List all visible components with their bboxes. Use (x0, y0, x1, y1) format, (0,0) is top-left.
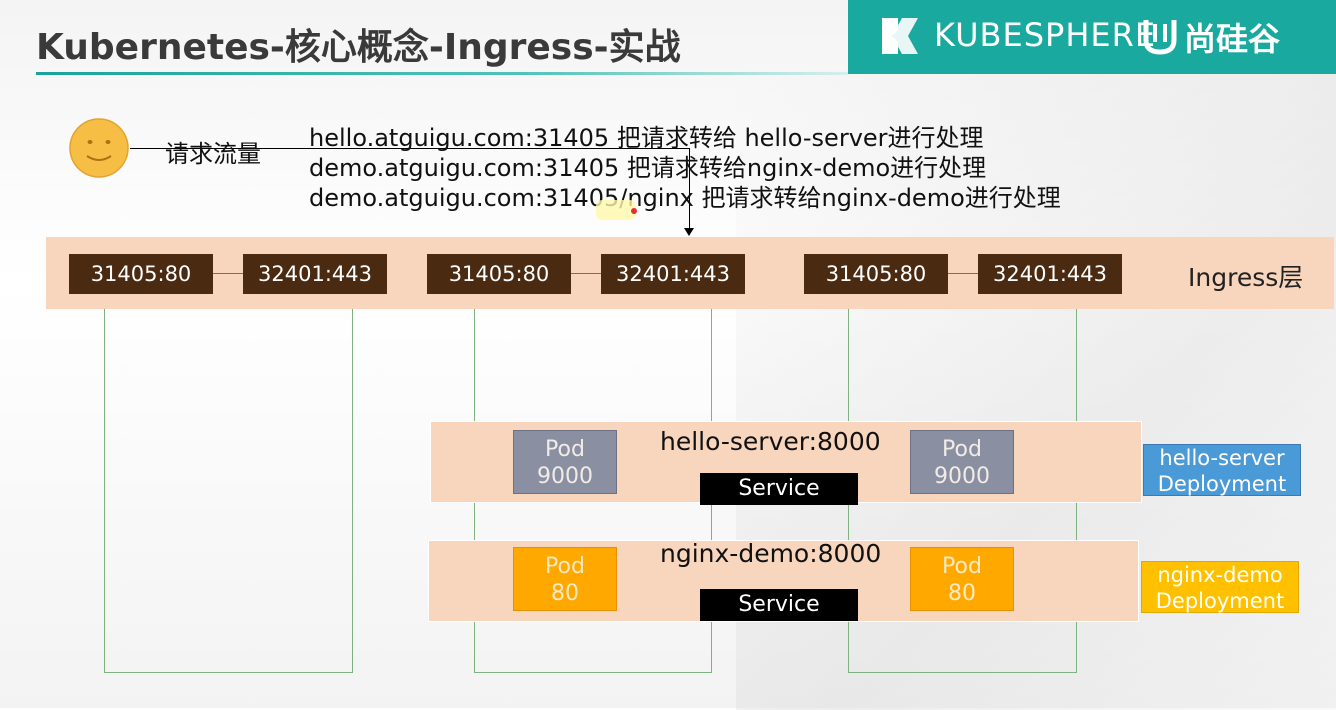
deployment-name: nginx-demo (1157, 563, 1283, 587)
pod-label: Pod (545, 437, 585, 462)
https-port-box: 32401:443 (978, 254, 1122, 294)
brand-name: KUBESPHERE (934, 16, 1157, 54)
pod-label: Pod (942, 437, 982, 462)
routing-rule: demo.atguigu.com:31405/nginx 把请求转给nginx-… (309, 184, 1061, 212)
port-link (571, 273, 601, 274)
deployment-kind: Deployment (1155, 589, 1285, 613)
http-port-box: 31405:80 (804, 254, 948, 294)
pod-box: Pod 80 (513, 547, 617, 611)
service-name: hello-server:8000 (660, 427, 881, 456)
http-port-box: 31405:80 (427, 254, 571, 294)
service-name: nginx-demo:8000 (660, 539, 882, 568)
service-box: Service (700, 473, 858, 505)
page-title: Kubernetes-核心概念-Ingress-实战 (36, 27, 681, 68)
smiley-face-icon (69, 118, 129, 178)
port-link (948, 273, 978, 274)
brand-partner-name: 尚硅谷 (1184, 20, 1281, 58)
request-arrow-line (689, 148, 690, 232)
highlighter-mark (596, 200, 636, 220)
pod-port: 80 (551, 581, 579, 606)
pod-label: Pod (942, 554, 982, 579)
pod-label: Pod (545, 554, 585, 579)
pointer-dot (631, 208, 637, 214)
routing-rule: demo.atguigu.com:31405 把请求转给nginx-demo进行… (309, 154, 987, 182)
brand-banner: KUBESPHERE 尚硅谷 (848, 0, 1336, 74)
pod-port: 9000 (934, 464, 990, 489)
https-port-box: 32401:443 (601, 254, 745, 294)
port-link (213, 273, 243, 274)
pod-port: 80 (948, 581, 976, 606)
deployment-kind: Deployment (1157, 472, 1287, 496)
pod-box: Pod 9000 (910, 430, 1014, 494)
request-arrow-head (684, 228, 694, 236)
node-box (104, 309, 353, 673)
http-port-box: 31405:80 (69, 254, 213, 294)
kubesphere-logo-icon (882, 18, 918, 54)
deployment-box-hello-server: hello-server Deployment (1143, 444, 1301, 496)
deployment-box-nginx-demo: nginx-demo Deployment (1141, 561, 1299, 613)
pod-box: Pod 9000 (513, 430, 617, 494)
request-line (130, 148, 690, 149)
pod-port: 9000 (537, 464, 593, 489)
atguigu-logo-icon (1143, 20, 1177, 55)
routing-rule: hello.atguigu.com:31405 把请求转给 hello-serv… (309, 124, 984, 152)
service-box: Service (700, 589, 858, 621)
request-label: 请求流量 (165, 140, 261, 168)
deployment-name: hello-server (1159, 446, 1285, 470)
title-underline (36, 72, 848, 75)
pod-box: Pod 80 (910, 547, 1014, 611)
https-port-box: 32401:443 (243, 254, 387, 294)
ingress-layer-label: Ingress层 (1188, 263, 1304, 292)
